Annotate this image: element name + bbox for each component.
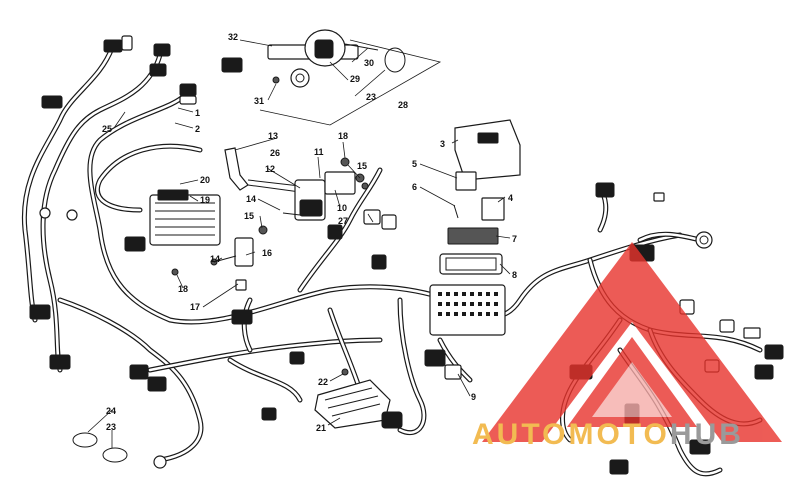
callout-18-top: 18 <box>338 131 348 141</box>
callout-23-bottom: 23 <box>106 422 116 432</box>
callout-27: 27 <box>338 216 348 226</box>
connector-top-left-1 <box>103 39 123 53</box>
callout-3: 3 <box>440 139 445 149</box>
ring-terminal <box>153 455 167 469</box>
watermark-triangle-inner <box>567 337 697 427</box>
voltage-regulator <box>149 189 221 246</box>
connector-top-left-3 <box>179 83 197 97</box>
callout-23-top: 23 <box>366 92 376 102</box>
indicator-lamp <box>695 231 713 249</box>
callout-7: 7 <box>512 234 517 244</box>
watermark-text: AUTOMOTOHUB <box>472 418 800 452</box>
callout-26: 26 <box>270 148 280 158</box>
callout-8: 8 <box>512 270 517 280</box>
callout-5: 5 <box>412 159 417 169</box>
callout-28: 28 <box>398 100 408 110</box>
ignition-switch <box>221 29 442 126</box>
callout-10: 10 <box>337 203 347 213</box>
callout-20: 20 <box>200 175 210 185</box>
watermark-word-auto: AUTO <box>472 418 569 451</box>
clamps <box>72 432 128 463</box>
callout-19: 19 <box>200 195 210 205</box>
callout-13: 13 <box>268 131 278 141</box>
watermark-triangle-outer <box>482 242 782 442</box>
callout-30: 30 <box>364 58 374 68</box>
connector-left-upper <box>41 95 63 109</box>
leader-lines <box>87 39 511 448</box>
callout-24: 24 <box>106 406 116 416</box>
callout-15-left: 15 <box>244 211 254 221</box>
connector-right-top <box>595 182 615 198</box>
callout-14-upper: 14 <box>246 194 256 204</box>
callout-9: 9 <box>471 392 476 402</box>
connector-left-lower <box>29 304 51 320</box>
fuse-box <box>429 119 521 336</box>
callout-18-left: 18 <box>178 284 188 294</box>
callout-17: 17 <box>190 302 200 312</box>
callout-32: 32 <box>228 32 238 42</box>
callout-22: 22 <box>318 377 328 387</box>
callout-1: 1 <box>195 108 200 118</box>
callout-29: 29 <box>350 74 360 84</box>
callout-31: 31 <box>254 96 264 106</box>
watermark-word-hub: HUB <box>669 418 744 451</box>
callout-25: 25 <box>102 124 112 134</box>
callout-12: 12 <box>265 164 275 174</box>
callout-6: 6 <box>412 182 417 192</box>
central-parts <box>171 147 397 291</box>
connector-top-left-2 <box>153 43 171 57</box>
callout-16: 16 <box>262 248 272 258</box>
callout-2: 2 <box>195 124 200 134</box>
callout-11: 11 <box>314 147 324 157</box>
callout-14-lower: 14 <box>210 254 220 264</box>
control-module <box>314 368 403 429</box>
callout-21: 21 <box>316 423 326 433</box>
watermark-word-moto: MOTO <box>568 418 670 451</box>
callout-15-right: 15 <box>357 161 367 171</box>
callout-labels: 1 2 3 4 5 6 7 8 9 10 11 12 13 14 14 15 1… <box>102 32 517 433</box>
callout-4: 4 <box>508 193 513 203</box>
watermark-logo <box>482 242 782 442</box>
